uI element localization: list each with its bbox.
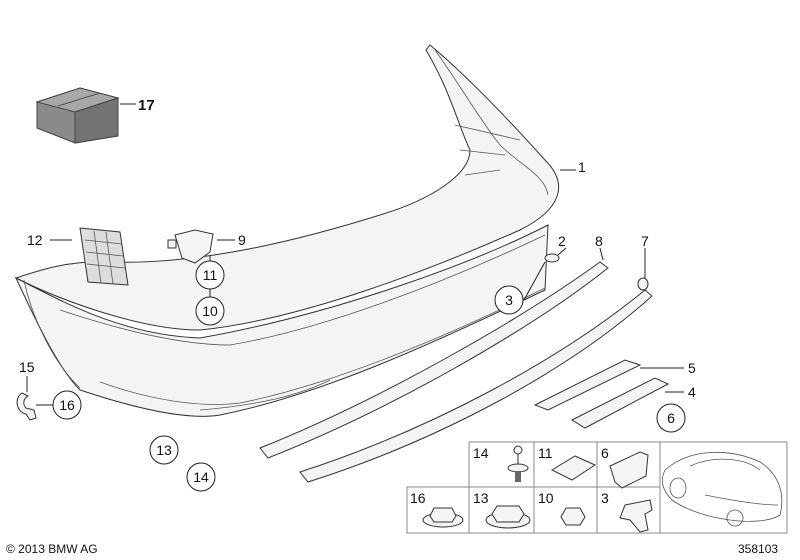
grid-part-10-nut[interactable]	[560, 507, 586, 526]
callout-8[interactable]: 8	[595, 233, 603, 249]
callout-5[interactable]: 5	[688, 360, 696, 376]
leader-line	[523, 261, 546, 301]
grid-label-6: 6	[601, 445, 609, 461]
callout-9[interactable]: 9	[238, 232, 246, 248]
callout-14[interactable]: 14	[193, 469, 209, 485]
grid-label-3: 3	[601, 490, 609, 506]
part-12-grille[interactable]	[79, 227, 129, 286]
parts-grid	[406, 441, 788, 534]
grid-part-16-nut[interactable]	[422, 507, 464, 528]
grid-label-14: 14	[473, 445, 489, 461]
callout-10[interactable]: 10	[202, 303, 218, 319]
grid-part-13-nut[interactable]	[485, 505, 531, 529]
callout-circle-6	[656, 403, 686, 433]
callout-1[interactable]: 1	[578, 159, 586, 175]
grid-part-11-clip-nut[interactable]	[550, 455, 597, 481]
grid-label-13: 13	[473, 490, 489, 506]
vehicle-location-thumbnail	[661, 451, 783, 527]
grid-part-14-rivet[interactable]	[507, 445, 529, 482]
callout-7[interactable]: 7	[641, 233, 649, 249]
callout-11[interactable]: 11	[203, 267, 218, 283]
grid-part-6-bracket[interactable]	[609, 451, 649, 489]
grid-label-10: 10	[538, 490, 554, 506]
callout-circle-14	[186, 462, 216, 492]
callout-16[interactable]: 16	[59, 397, 75, 413]
callout-circle-3	[494, 285, 524, 315]
part-9-sensor-holder[interactable]	[167, 229, 214, 264]
diagram-number: 358103	[738, 542, 779, 556]
callout-2[interactable]: 2	[558, 233, 566, 249]
callout-13[interactable]: 13	[156, 442, 172, 458]
callout-3[interactable]: 3	[505, 292, 513, 308]
part-8-trim-strip[interactable]	[259, 261, 609, 459]
callout-15[interactable]: 15	[19, 359, 35, 375]
part-2-cap[interactable]	[544, 253, 560, 263]
callout-circle-16	[52, 390, 82, 420]
callout-circle-10	[195, 296, 225, 326]
part-4-cover[interactable]	[570, 377, 670, 429]
part-7-trim-strip[interactable]	[299, 289, 653, 483]
leader-line	[599, 247, 604, 261]
grid-label-11: 11	[538, 445, 553, 461]
callout-4[interactable]: 4	[688, 384, 696, 400]
callout-circle-11	[195, 260, 225, 290]
callout-circle-13	[149, 435, 179, 465]
part-5-bracket[interactable]	[533, 359, 642, 411]
copyright-text: © 2013 BMW AG	[6, 542, 98, 556]
part-15-clip[interactable]	[16, 392, 37, 421]
callout-17[interactable]: 17	[138, 97, 155, 114]
bumper-cover-part-1[interactable]	[14, 44, 560, 417]
callout-6[interactable]: 6	[667, 410, 675, 426]
leader-line	[557, 247, 567, 256]
grid-part-3-clip[interactable]	[619, 499, 653, 533]
part-7-cap[interactable]	[637, 277, 649, 291]
grid-label-16: 16	[410, 490, 426, 506]
callout-12[interactable]: 12	[27, 232, 43, 248]
part-17-box[interactable]	[35, 87, 120, 144]
